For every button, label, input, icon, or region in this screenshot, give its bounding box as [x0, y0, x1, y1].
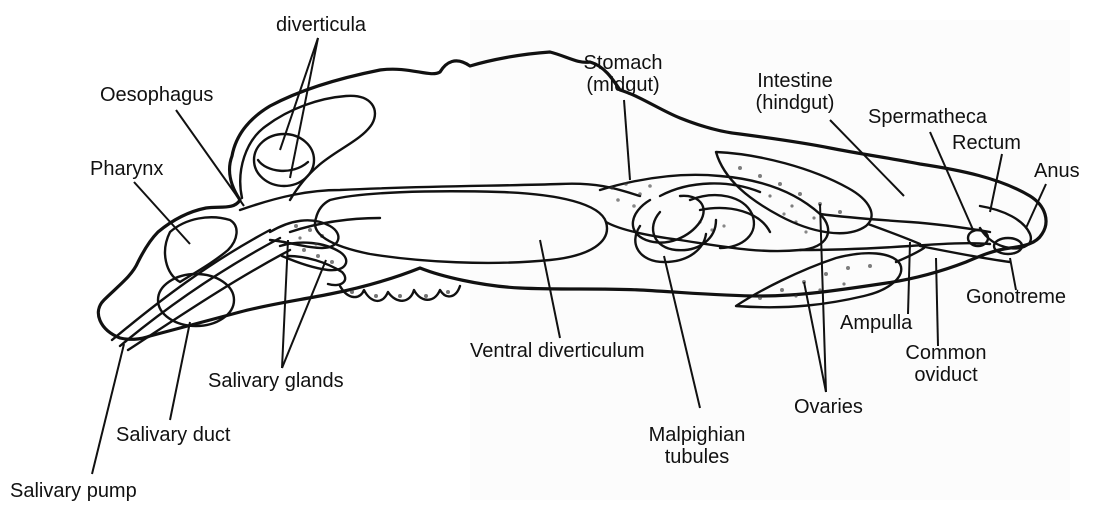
salivary-duct-2: [120, 238, 280, 346]
label-common-oviduct-line2: oviduct: [896, 364, 996, 386]
label-salivary-pump: Salivary pump: [10, 480, 137, 502]
label-stomach: Stomach (midgut): [568, 52, 678, 96]
label-intestine-line2: (hindgut): [740, 92, 850, 114]
label-spermatheca: Spermatheca: [868, 106, 987, 128]
label-intestine: Intestine (hindgut): [740, 70, 850, 114]
label-anus: Anus: [1034, 160, 1080, 182]
label-malpighian-line1: Malpighian: [632, 424, 762, 446]
label-stomach-line1: Stomach: [568, 52, 678, 74]
label-stomach-line2: (midgut): [568, 74, 678, 96]
label-salivary-duct: Salivary duct: [116, 424, 231, 446]
label-common-oviduct-line1: Common: [896, 342, 996, 364]
diverticulum-bulb-inner: [258, 160, 308, 171]
label-ampulla: Ampulla: [840, 312, 912, 334]
label-salivary-glands: Salivary glands: [208, 370, 344, 392]
salivary-pump-bulb: [158, 274, 234, 326]
label-oesophagus: Oesophagus: [100, 84, 213, 106]
salivary-glands: [270, 220, 346, 285]
label-pharynx: Pharynx: [90, 158, 163, 180]
label-rectum: Rectum: [952, 132, 1021, 154]
label-ventral-diverticulum: Ventral diverticulum: [470, 340, 645, 362]
label-malpighian-tubules: Malpighian tubules: [632, 424, 762, 468]
label-intestine-line1: Intestine: [740, 70, 850, 92]
diverticulum-bulb: [254, 134, 314, 186]
label-gonotreme: Gonotreme: [966, 286, 1066, 308]
label-malpighian-line2: tubules: [632, 446, 762, 468]
label-diverticula: diverticula: [276, 14, 366, 36]
label-common-oviduct: Common oviduct: [896, 342, 996, 386]
label-ovaries: Ovaries: [794, 396, 863, 418]
